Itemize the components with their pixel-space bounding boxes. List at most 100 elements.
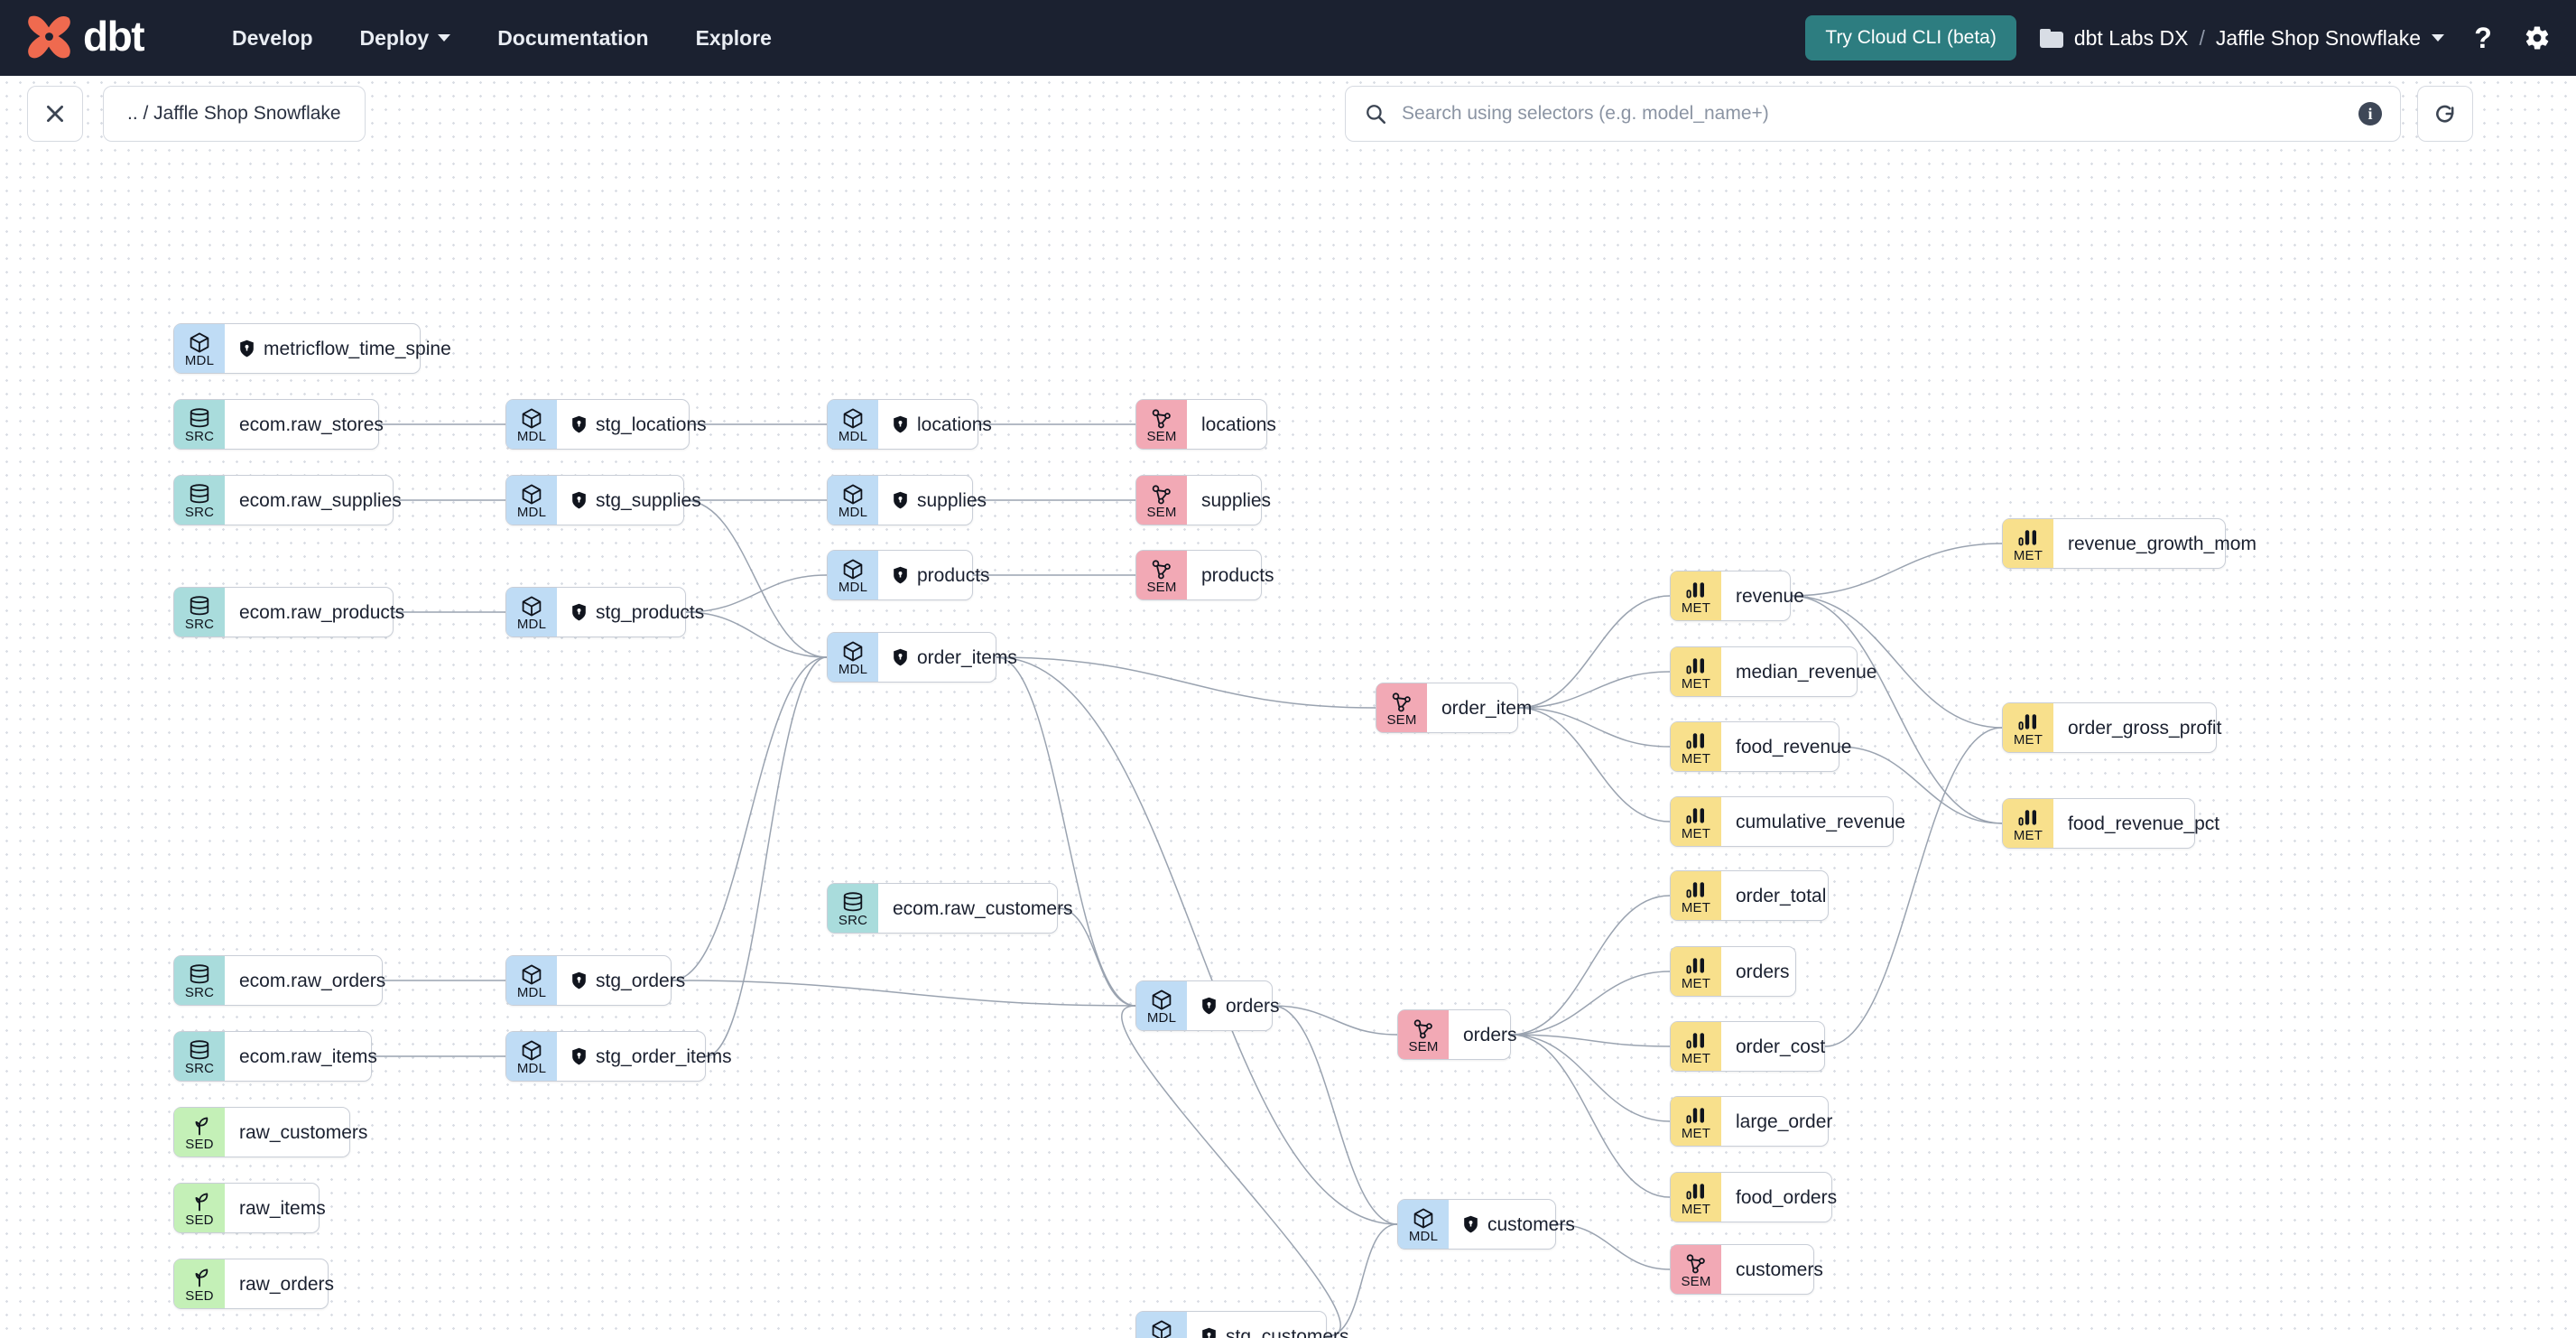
node-name-text: customers [1736,1259,1823,1280]
nav-item-documentation[interactable]: Documentation [474,17,672,60]
met-type-icon [2018,714,2036,730]
breadcrumb-project[interactable]: Jaffle Shop Snowflake [2215,25,2421,50]
graph-node-sem_customers[interactable]: SEM customers [1670,1244,1823,1295]
node-name-text: median_revenue [1736,661,1877,683]
shield-badge-icon [572,415,586,433]
node-type-badge-mdl: MDL [828,551,878,599]
node-label-wrap: ecom.raw_items [225,1032,395,1081]
node-type-badge-mdl: MDL [1398,1200,1449,1249]
src-type-icon [190,964,209,984]
node-type-badge-mdl: MDL [1136,1312,1187,1338]
node-name-text: order_cost [1736,1036,1826,1057]
lineage-edge [1517,595,1671,709]
node-type-label: SRC [184,1061,215,1076]
refresh-button[interactable] [2417,86,2473,142]
top-navigation-bar: dbt Develop Deploy Documentation Explore… [0,0,2576,76]
src-type-icon [190,484,209,504]
lineage-edge [705,656,828,1057]
node-type-label: MET [1681,676,1711,692]
dbt-logo[interactable]: dbt [23,13,145,63]
node-label-wrap: products [878,551,1008,599]
project-chevron-down-icon[interactable] [2432,34,2444,42]
node-type-label: MDL [838,580,868,595]
node-name-text: cumulative_revenue [1736,811,1905,832]
node-label-wrap: ecom.raw_stores [225,400,402,449]
try-cloud-cli-button[interactable]: Try Cloud CLI (beta) [1805,15,2016,60]
node-label-wrap: revenue [1721,571,1822,620]
node-type-badge-mdl: MDL [506,400,557,449]
search-box[interactable]: i [1345,86,2401,142]
node-type-label: MDL [838,662,868,677]
node-type-badge-sed: SED [174,1108,225,1157]
nav-item-deploy[interactable]: Deploy [337,17,475,60]
nav-item-documentation-label: Documentation [497,25,649,50]
node-type-badge-mdl: MDL [506,476,557,525]
search-input[interactable] [1402,103,2344,125]
breadcrumb-account[interactable]: dbt Labs DX [2073,25,2189,50]
shield-badge-icon [572,1047,586,1065]
close-button[interactable] [27,86,83,142]
node-label-wrap: food_orders [1721,1173,1855,1222]
node-type-badge-src: SRC [174,400,225,449]
node-type-badge-sem: SEM [1671,1245,1721,1294]
node-type-badge-met: MET [1671,1173,1721,1222]
node-type-label: SED [185,1137,214,1152]
node-type-badge-mdl: MDL [1136,981,1187,1030]
help-icon[interactable]: ? [2474,21,2492,54]
lineage-edge [1272,1005,1398,1036]
node-type-badge-src: SRC [174,956,225,1005]
node-type-label: MDL [1146,1010,1177,1026]
node-name-text: ecom.raw_products [239,601,405,623]
nav-item-develop[interactable]: Develop [208,17,336,60]
graph-breadcrumb-chip[interactable]: .. / Jaffle Shop Snowflake [103,86,366,142]
gear-icon[interactable] [2522,23,2553,53]
info-icon[interactable]: i [2358,102,2382,125]
node-name-text: ecom.raw_supplies [239,489,402,511]
node-label-wrap: large_order [1721,1097,1850,1146]
node-type-label: MDL [516,505,547,520]
node-label-wrap: orders [1721,947,1808,996]
nav-item-explore[interactable]: Explore [672,17,795,60]
refresh-icon [2436,105,2454,123]
graph-node-met_median_revenue[interactable]: MET median_revenue [1670,646,1876,697]
